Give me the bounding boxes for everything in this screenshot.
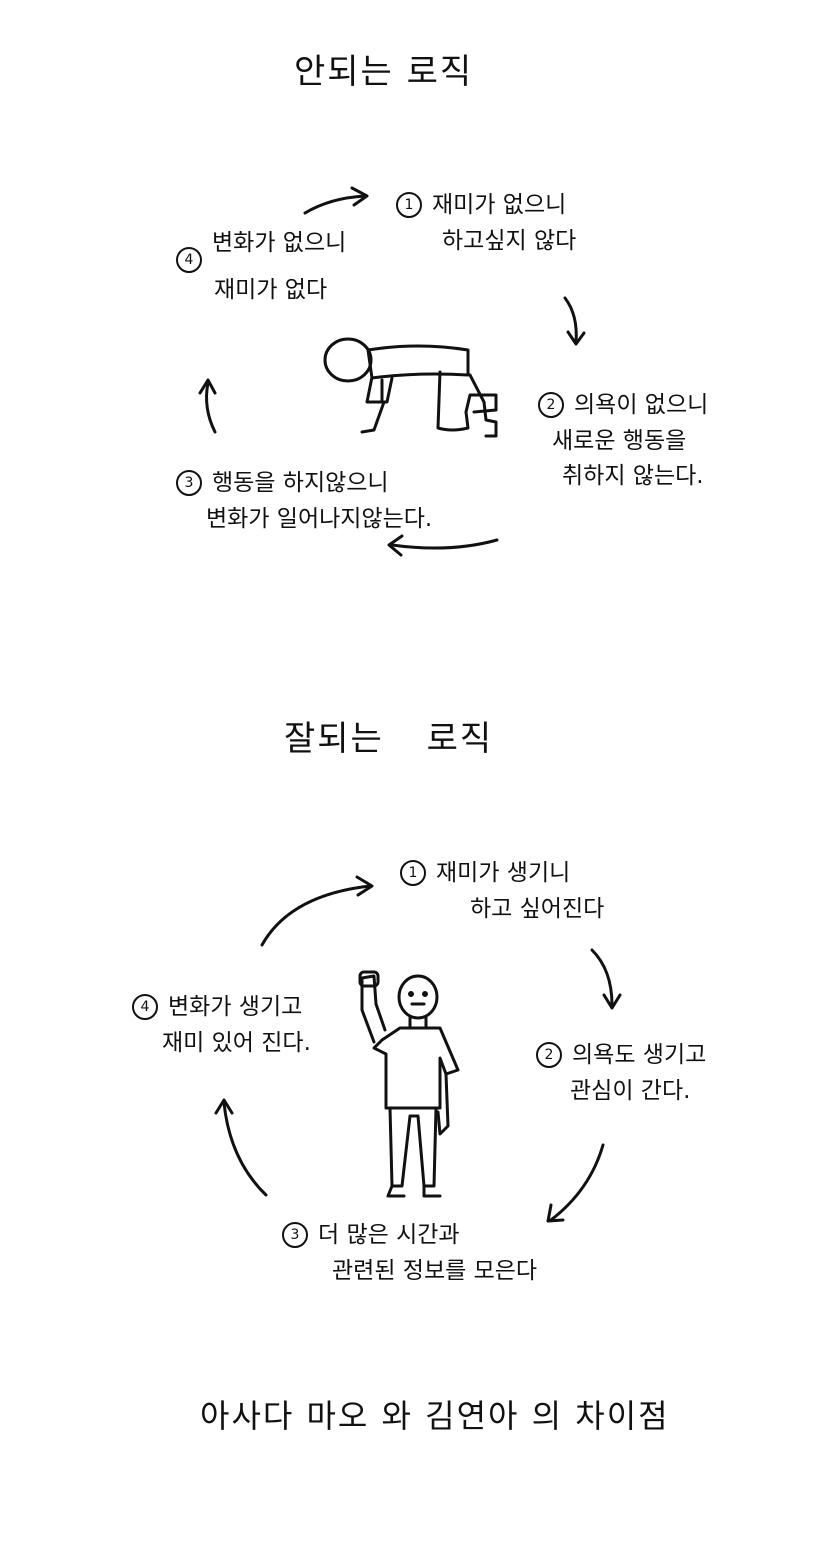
good-step-4-line1: 변화가 생기고 (168, 994, 303, 1020)
bad-step-1: 1 재미가 없으니 하고싶지 않다 (396, 188, 576, 259)
step-number-badge: 2 (536, 1042, 562, 1068)
bad-step-3-line1: 행동을 하지않으니 (212, 470, 389, 496)
bad-step-1-line1: 재미가 없으니 (432, 192, 567, 218)
arrow-2-to-3 (387, 534, 499, 557)
bad-step-1-line2: 하고싶지 않다 (442, 227, 577, 254)
bad-step-4-line1: 변화가 없으니 (212, 230, 347, 256)
good-step-2: 2 의욕도 생기고 관심이 간다. (536, 1038, 706, 1109)
good-step-4: 4 변화가 생기고 재미 있어 진다. (132, 990, 311, 1061)
step-number-badge: 4 (176, 247, 202, 273)
step-number-badge: 4 (132, 994, 158, 1020)
arrow-3-to-4-good (214, 1098, 268, 1197)
bad-step-2-line2: 새로운 행동을 (552, 427, 687, 454)
bad-step-4-line2: 재미가 없다 (214, 277, 328, 303)
step-number-badge: 1 (400, 860, 426, 886)
step-number-badge: 3 (282, 1222, 308, 1248)
bad-logic-title: 안되는 로직 (294, 52, 474, 92)
bad-step-2-line1: 의욕이 없으니 (574, 392, 709, 418)
caption: 아사다 마오 와 김연아 의 차이점 (200, 1397, 670, 1435)
good-step-1-line1: 재미가 생기니 (436, 860, 571, 886)
bad-step-3: 3 행동을 하지않으니 변화가 일어나지않는다. (176, 466, 432, 537)
bad-step-2-line3: 취하지 않는다. (562, 463, 704, 490)
good-step-1: 1 재미가 생기니 하고 싶어진다 (400, 856, 604, 927)
arrow-1-to-2-good (590, 948, 622, 1010)
step-number-badge: 1 (396, 192, 422, 218)
good-step-2-line2: 관심이 간다. (570, 1077, 691, 1104)
good-step-3: 3 더 많은 시간과 관련된 정보를 모은다 (282, 1218, 537, 1289)
arrow-4-to-1-good (260, 875, 374, 947)
bad-step-4: 4 변화가 없으니 재미가 없다 (176, 226, 346, 309)
arrow-2-to-3-good (546, 1143, 605, 1223)
crawling-figure (323, 337, 498, 438)
good-step-4-line2: 재미 있어 진다. (162, 1029, 311, 1056)
good-step-2-line1: 의욕도 생기고 (572, 1042, 707, 1068)
good-step-3-line2: 관련된 정보를 모은다 (332, 1257, 538, 1284)
step-number-badge: 3 (176, 470, 202, 496)
good-step-1-line2: 하고 싶어진다 (470, 895, 605, 922)
arrow-3-to-4 (198, 378, 217, 434)
good-step-3-line1: 더 많은 시간과 (318, 1222, 460, 1248)
step-number-badge: 2 (538, 392, 564, 418)
arrow-1-to-2 (563, 296, 586, 346)
bad-step-3-line2: 변화가 일어나지않는다. (206, 505, 433, 532)
arrow-4-to-1 (303, 186, 369, 215)
bad-step-2: 2 의욕이 없으니 새로운 행동을 취하지 않는다. (538, 388, 708, 495)
good-logic-title: 잘되는 로직 (284, 719, 494, 759)
standing-figure (358, 970, 460, 1198)
